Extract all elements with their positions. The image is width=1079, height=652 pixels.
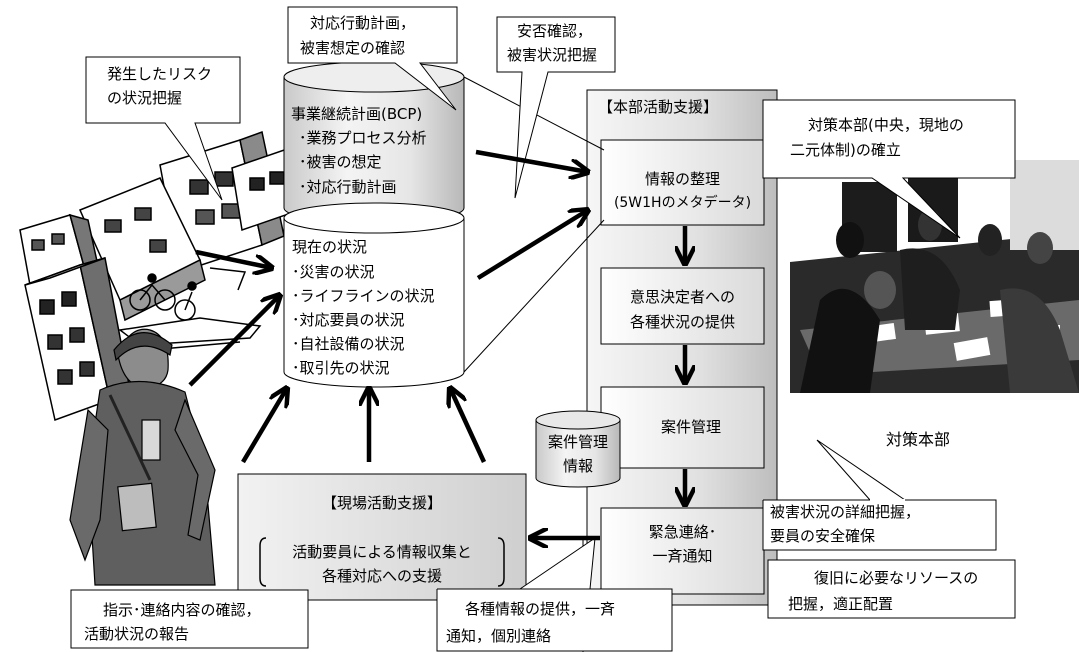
field-box (237, 473, 527, 601)
step-organize-line1: 情報の整理 (644, 170, 720, 188)
field-box-line2: 各種対応への支援 (321, 567, 442, 585)
step-organize-line2: (5W1Hのメタデータ) (613, 195, 752, 211)
field-worker-illustration (69, 328, 216, 586)
callout-resources-line1: 復旧に必要なリソースの (814, 569, 979, 587)
status-item: ･ライフラインの状況 (292, 287, 435, 305)
status-cylinder (283, 202, 465, 388)
callout-info-line1: 各種情報の提供，一斉 (465, 600, 616, 618)
bcp-cylinder (283, 61, 465, 224)
bcp-item: ･被害の想定 (299, 153, 382, 171)
callout-info-line2: 通知，個別連絡 (446, 627, 552, 645)
callout-detail-line2: 要員の安全確保 (770, 527, 876, 545)
hq-label: 対策本部 (886, 430, 951, 449)
callout-risk-line2: の状況把握 (107, 89, 183, 107)
case-db-line1: 案件管理 (547, 433, 608, 451)
field-box-title: 【現場活動支援】 (321, 494, 442, 512)
bcp-item: ･業務プロセス分析 (299, 129, 427, 147)
step-decision-line1: 意思決定者への (629, 288, 735, 306)
step-emergency-line1: 緊急連絡･ (648, 523, 717, 541)
case-db-cylinder (535, 410, 621, 488)
field-box-line1: 活動要員による情報収集と (292, 543, 472, 561)
callout-hq-setup-line1: 対策本部(中央，現地の (808, 116, 964, 134)
step-decision-line2: 各種状況の提供 (629, 313, 735, 331)
status-item: ･自社設備の状況 (292, 335, 405, 353)
meeting-room-photo (790, 160, 1079, 393)
callout-detail-line1: 被害状況の詳細把握， (770, 503, 921, 521)
callout-risk-line1: 発生したリスク (107, 65, 213, 83)
status-item: ･災害の状況 (292, 263, 375, 281)
bcp-item: ･対応行動計画 (299, 178, 397, 196)
step-emergency-line2: 一斉通知 (652, 547, 713, 565)
status-item: ･対応要員の状況 (292, 311, 405, 329)
status-item: ･取引先の状況 (292, 359, 390, 377)
callout-shapes (70, 6, 1016, 652)
callout-plan-line2: 被害想定の確認 (300, 39, 406, 57)
flow-arrows (188, 149, 685, 538)
callout-safety-line2: 被害状況把握 (507, 46, 598, 64)
callout-instructions-line2: 活動状況の報告 (84, 625, 190, 643)
hq-panel-title: 【本部活動支援】 (598, 98, 719, 116)
bcp-title: 事業継続計画(BCP) (291, 105, 423, 123)
step-case-mgmt: 案件管理 (660, 418, 721, 436)
callout-plan-line1: 対応行動計画， (310, 14, 416, 32)
callout-hq-setup-line2: 二元体制)の確立 (790, 141, 901, 159)
case-db-line2: 情報 (562, 457, 593, 475)
callout-instructions-line1: 指示･連絡内容の確認， (103, 601, 261, 619)
callout-resources-line2: 把握，適正配置 (788, 595, 894, 613)
status-title: 現在の状況 (292, 238, 368, 256)
callout-safety-line1: 安否確認， (517, 22, 593, 40)
